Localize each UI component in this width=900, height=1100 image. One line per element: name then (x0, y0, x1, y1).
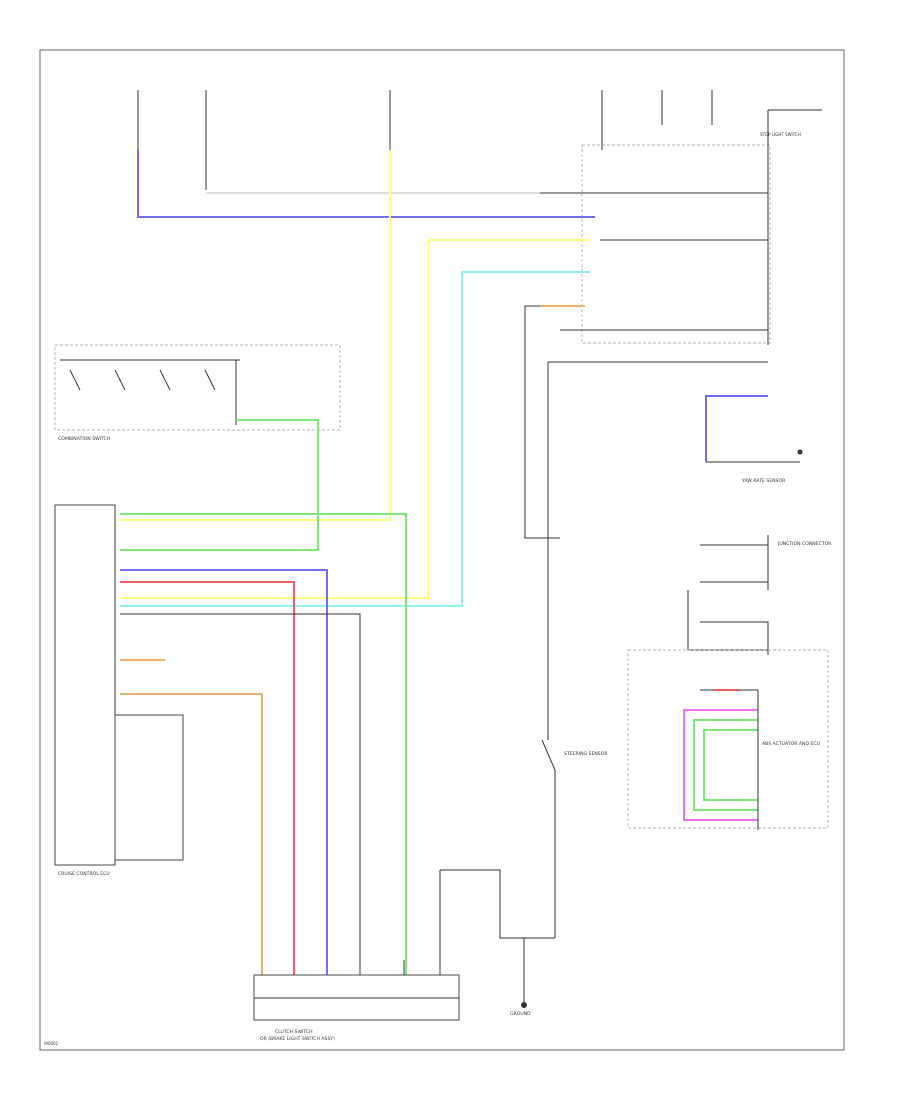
bottom-connector-sublabel: OR (BRAKE LIGHT SWITCH ASSY) (260, 1036, 335, 1042)
yellow-wire-2 (120, 239, 590, 599)
black-ecu-wire (120, 613, 361, 975)
green-wire-2 (120, 513, 407, 975)
black-middle-wire (524, 305, 560, 539)
ground-label: GROUND (510, 1011, 531, 1017)
steering-sensor-label: STEERING SENSOR (564, 751, 608, 757)
blue-wire (137, 150, 595, 218)
ground-point (521, 1002, 527, 1008)
ecu-label: CRUISE CONTROL ECU (58, 871, 110, 877)
tan-wire (120, 693, 263, 975)
abs-actuator: ABS ACTUATOR AND ECU (627, 649, 829, 830)
combination-switch: COMBINATION SWITCH (54, 344, 341, 442)
combination-switch-label: COMBINATION SWITCH (58, 436, 110, 442)
right-black-wire (700, 544, 768, 583)
ecu-block: CRUISE CONTROL ECU (54, 504, 184, 877)
green-wire (120, 419, 319, 551)
diagram-frame (39, 49, 845, 1051)
yellow-wire (120, 150, 391, 521)
bottom-connector-label: CLUTCH SWITCH (275, 1029, 313, 1035)
cyan-wire (120, 271, 590, 607)
blue-ecu-wire (120, 569, 328, 975)
upper-right-connector (581, 144, 771, 344)
abs-label: ABS ACTUATOR AND ECU (762, 741, 820, 747)
top-fuse-headers (137, 90, 713, 190)
page-id: W0001 (44, 1041, 59, 1046)
yaw-sensor-label: YAW RATE SENSOR (741, 478, 786, 484)
junction-label: JUNCTION CONNECTOR (777, 541, 832, 547)
right-blue-wire (705, 395, 768, 462)
bottom-connector: CLUTCH SWITCH OR (BRAKE LIGHT SWITCH ASS… (253, 974, 460, 1042)
stop-switch-label: STOP LIGHT SWITCH (760, 132, 801, 137)
red-wire (120, 581, 295, 975)
